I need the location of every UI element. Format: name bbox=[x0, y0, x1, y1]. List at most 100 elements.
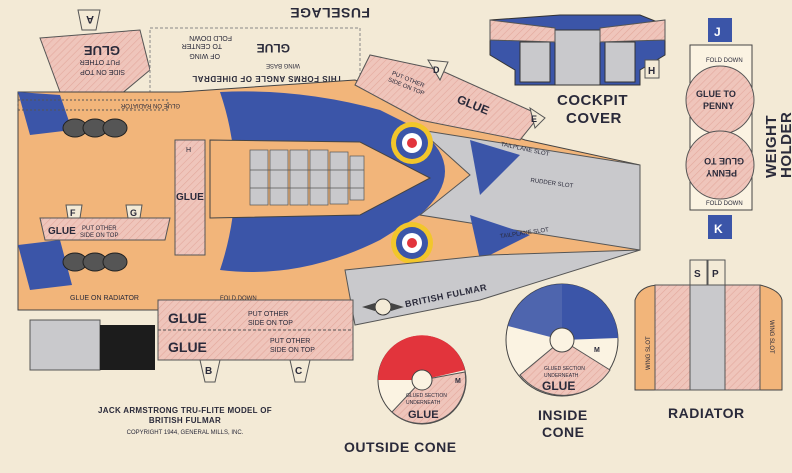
canopy-glass bbox=[249, 149, 365, 206]
tab-d-letter: D bbox=[433, 65, 440, 75]
outside-cone-title: OUTSIDE CONE bbox=[344, 439, 457, 455]
glue-to-center-label: TO CENTER bbox=[182, 42, 222, 49]
tab-p-marker bbox=[707, 259, 726, 286]
glue-wing-label: GLUE bbox=[257, 41, 290, 55]
footer-line-1: JACK ARMSTRONG TRU-FLITE MODEL OF bbox=[98, 406, 272, 415]
tab-e-letter: E bbox=[531, 114, 537, 124]
wings-emblem bbox=[362, 298, 404, 316]
glue-to-penny-1a: GLUE TO bbox=[696, 89, 736, 99]
glue-bc-label-2: GLUE bbox=[168, 339, 207, 355]
tab-f-letter: F bbox=[70, 208, 76, 218]
tab-b-marker bbox=[199, 359, 221, 383]
fuselage-title: FUSELAGE bbox=[290, 5, 370, 21]
roundel-bottom bbox=[391, 222, 433, 264]
tab-k-letter: K bbox=[714, 222, 723, 236]
footer-copyright: COPYRIGHT 1944, GENERAL MILLS, INC. bbox=[126, 430, 244, 436]
inside-cone-glued-section: GLUED SECTION bbox=[544, 366, 585, 372]
tab-h-fuselage: H bbox=[186, 147, 191, 154]
cockpit-title-1: COCKPIT bbox=[557, 92, 628, 109]
wing-slot-right: WING SLOT bbox=[768, 320, 774, 354]
tab-g-letter: G bbox=[130, 208, 137, 218]
put-other-fg-2: SIDE ON TOP bbox=[80, 233, 118, 239]
glue-flap-fg bbox=[39, 217, 171, 241]
tab-a-marker bbox=[77, 9, 101, 31]
cockpit-glue-right bbox=[599, 19, 666, 43]
fold-down-label-1: FOLD DOWN bbox=[189, 34, 232, 41]
glue-to-penny-2a: GLUE TO bbox=[704, 156, 744, 166]
outside-cone-underneath: UNDERNEATH bbox=[406, 400, 441, 406]
tab-d-marker bbox=[427, 59, 449, 82]
weight-holder-piece: J GLUE TO PENNY GLUE TO PENNY FOLD DOWN … bbox=[685, 18, 792, 239]
tab-m-inside: M bbox=[594, 347, 600, 354]
tab-h-marker bbox=[644, 59, 660, 79]
outside-cone-hole bbox=[411, 369, 433, 391]
outside-cone-piece: GLUE GLUED SECTION UNDERNEATH M OUTSIDE … bbox=[344, 335, 467, 455]
penny-circle-2 bbox=[685, 130, 755, 200]
inside-cone-underneath: UNDERNEATH bbox=[544, 373, 579, 379]
inside-cone-title-2: CONE bbox=[542, 424, 584, 440]
cockpit-glue-left bbox=[489, 19, 556, 43]
roundel-top bbox=[391, 122, 433, 164]
exhaust-stacks-bottom bbox=[62, 252, 128, 272]
tab-c-letter: C bbox=[295, 366, 302, 377]
tab-a-letter: A bbox=[86, 13, 94, 25]
wing-base-label: WING BASE bbox=[266, 62, 300, 68]
put-other-bc-1a: PUT OTHER bbox=[248, 311, 288, 318]
tab-j-letter: J bbox=[714, 25, 721, 39]
tab-h-letter: H bbox=[648, 66, 655, 77]
inside-cone-glue-label: GLUE bbox=[542, 379, 575, 393]
glue-to-penny-1b: PENNY bbox=[703, 101, 734, 111]
radiator-title: RADIATOR bbox=[668, 405, 745, 421]
glue-radiator-bottom: GLUE ON RADIATOR bbox=[70, 295, 139, 302]
underside-grey-panel bbox=[29, 319, 101, 371]
put-other-bc-1b: SIDE ON TOP bbox=[248, 320, 293, 327]
outside-cone-glued-section: GLUED SECTION bbox=[406, 393, 447, 399]
put-other-label-a2: SIDE ON TOP bbox=[80, 68, 125, 75]
exhaust-stacks-top bbox=[62, 118, 128, 138]
cockpit-cover-piece: H COCKPIT COVER bbox=[489, 14, 666, 127]
tab-s-marker bbox=[689, 259, 708, 286]
dihedral-label: THIS FORMS ANGLE OF DIHEDRAL bbox=[192, 74, 342, 83]
put-other-label-a1: PUT OTHER bbox=[80, 58, 120, 65]
penny-circle-1 bbox=[685, 65, 755, 135]
tab-c-marker bbox=[289, 359, 311, 383]
tail-blue-top bbox=[470, 140, 520, 195]
fold-down-label-2: FOLD DOWN bbox=[220, 296, 257, 302]
underside-black-panel bbox=[100, 325, 155, 370]
tab-s-letter: S bbox=[694, 269, 701, 280]
radiator-left-flap bbox=[654, 284, 691, 391]
cockpit-cover-right bbox=[604, 41, 636, 83]
put-other-bc-2a: PUT OTHER bbox=[270, 338, 310, 345]
inside-cone-glue-wedge bbox=[519, 339, 611, 396]
fuselage-piece: GLUE PUT OTHER SIDE ON TOP A FOLD DOWN G… bbox=[17, 5, 641, 383]
glue-side-label: GLUE bbox=[176, 192, 204, 203]
outside-cone-glue-wedge bbox=[391, 371, 467, 424]
inside-cone-piece: GLUE GLUED SECTION UNDERNEATH M INSIDE C… bbox=[505, 283, 619, 440]
tail-blue-bottom bbox=[470, 215, 530, 260]
radiator-piece: S P WING SLOT WING SLOT RADIATOR bbox=[634, 259, 783, 421]
rudder-slot-label: RUDDER SLOT bbox=[530, 178, 574, 190]
tab-e-marker bbox=[529, 106, 546, 129]
tab-m-outside: M bbox=[455, 378, 461, 385]
radiator-right-flap bbox=[724, 284, 761, 391]
cockpit-title-2: COVER bbox=[566, 110, 622, 127]
put-other-fg-1: PUT OTHER bbox=[82, 226, 117, 232]
inside-cone-title-1: INSIDE bbox=[538, 407, 588, 423]
weight-title-1: WEIGHT bbox=[763, 115, 780, 178]
fold-down-wh-2: FOLD DOWN bbox=[706, 201, 743, 207]
exhaust-band-top bbox=[18, 92, 72, 135]
outside-cone-red-wedge bbox=[377, 335, 465, 380]
outside-cone-glue-label: GLUE bbox=[408, 409, 439, 421]
put-other-bc-2b: SIDE ON TOP bbox=[270, 347, 315, 354]
tab-p-letter: P bbox=[712, 269, 719, 280]
tab-k-marker bbox=[708, 215, 732, 239]
inside-cone-hole bbox=[549, 327, 575, 353]
tab-j-marker bbox=[708, 18, 732, 42]
glue-side-flap bbox=[174, 139, 206, 256]
glue-label-a: GLUE bbox=[84, 43, 120, 58]
footer-line-2: BRITISH FULMAR bbox=[148, 416, 222, 425]
exhaust-band-bottom bbox=[18, 240, 72, 290]
weight-title-2: HOLDER bbox=[778, 112, 792, 178]
